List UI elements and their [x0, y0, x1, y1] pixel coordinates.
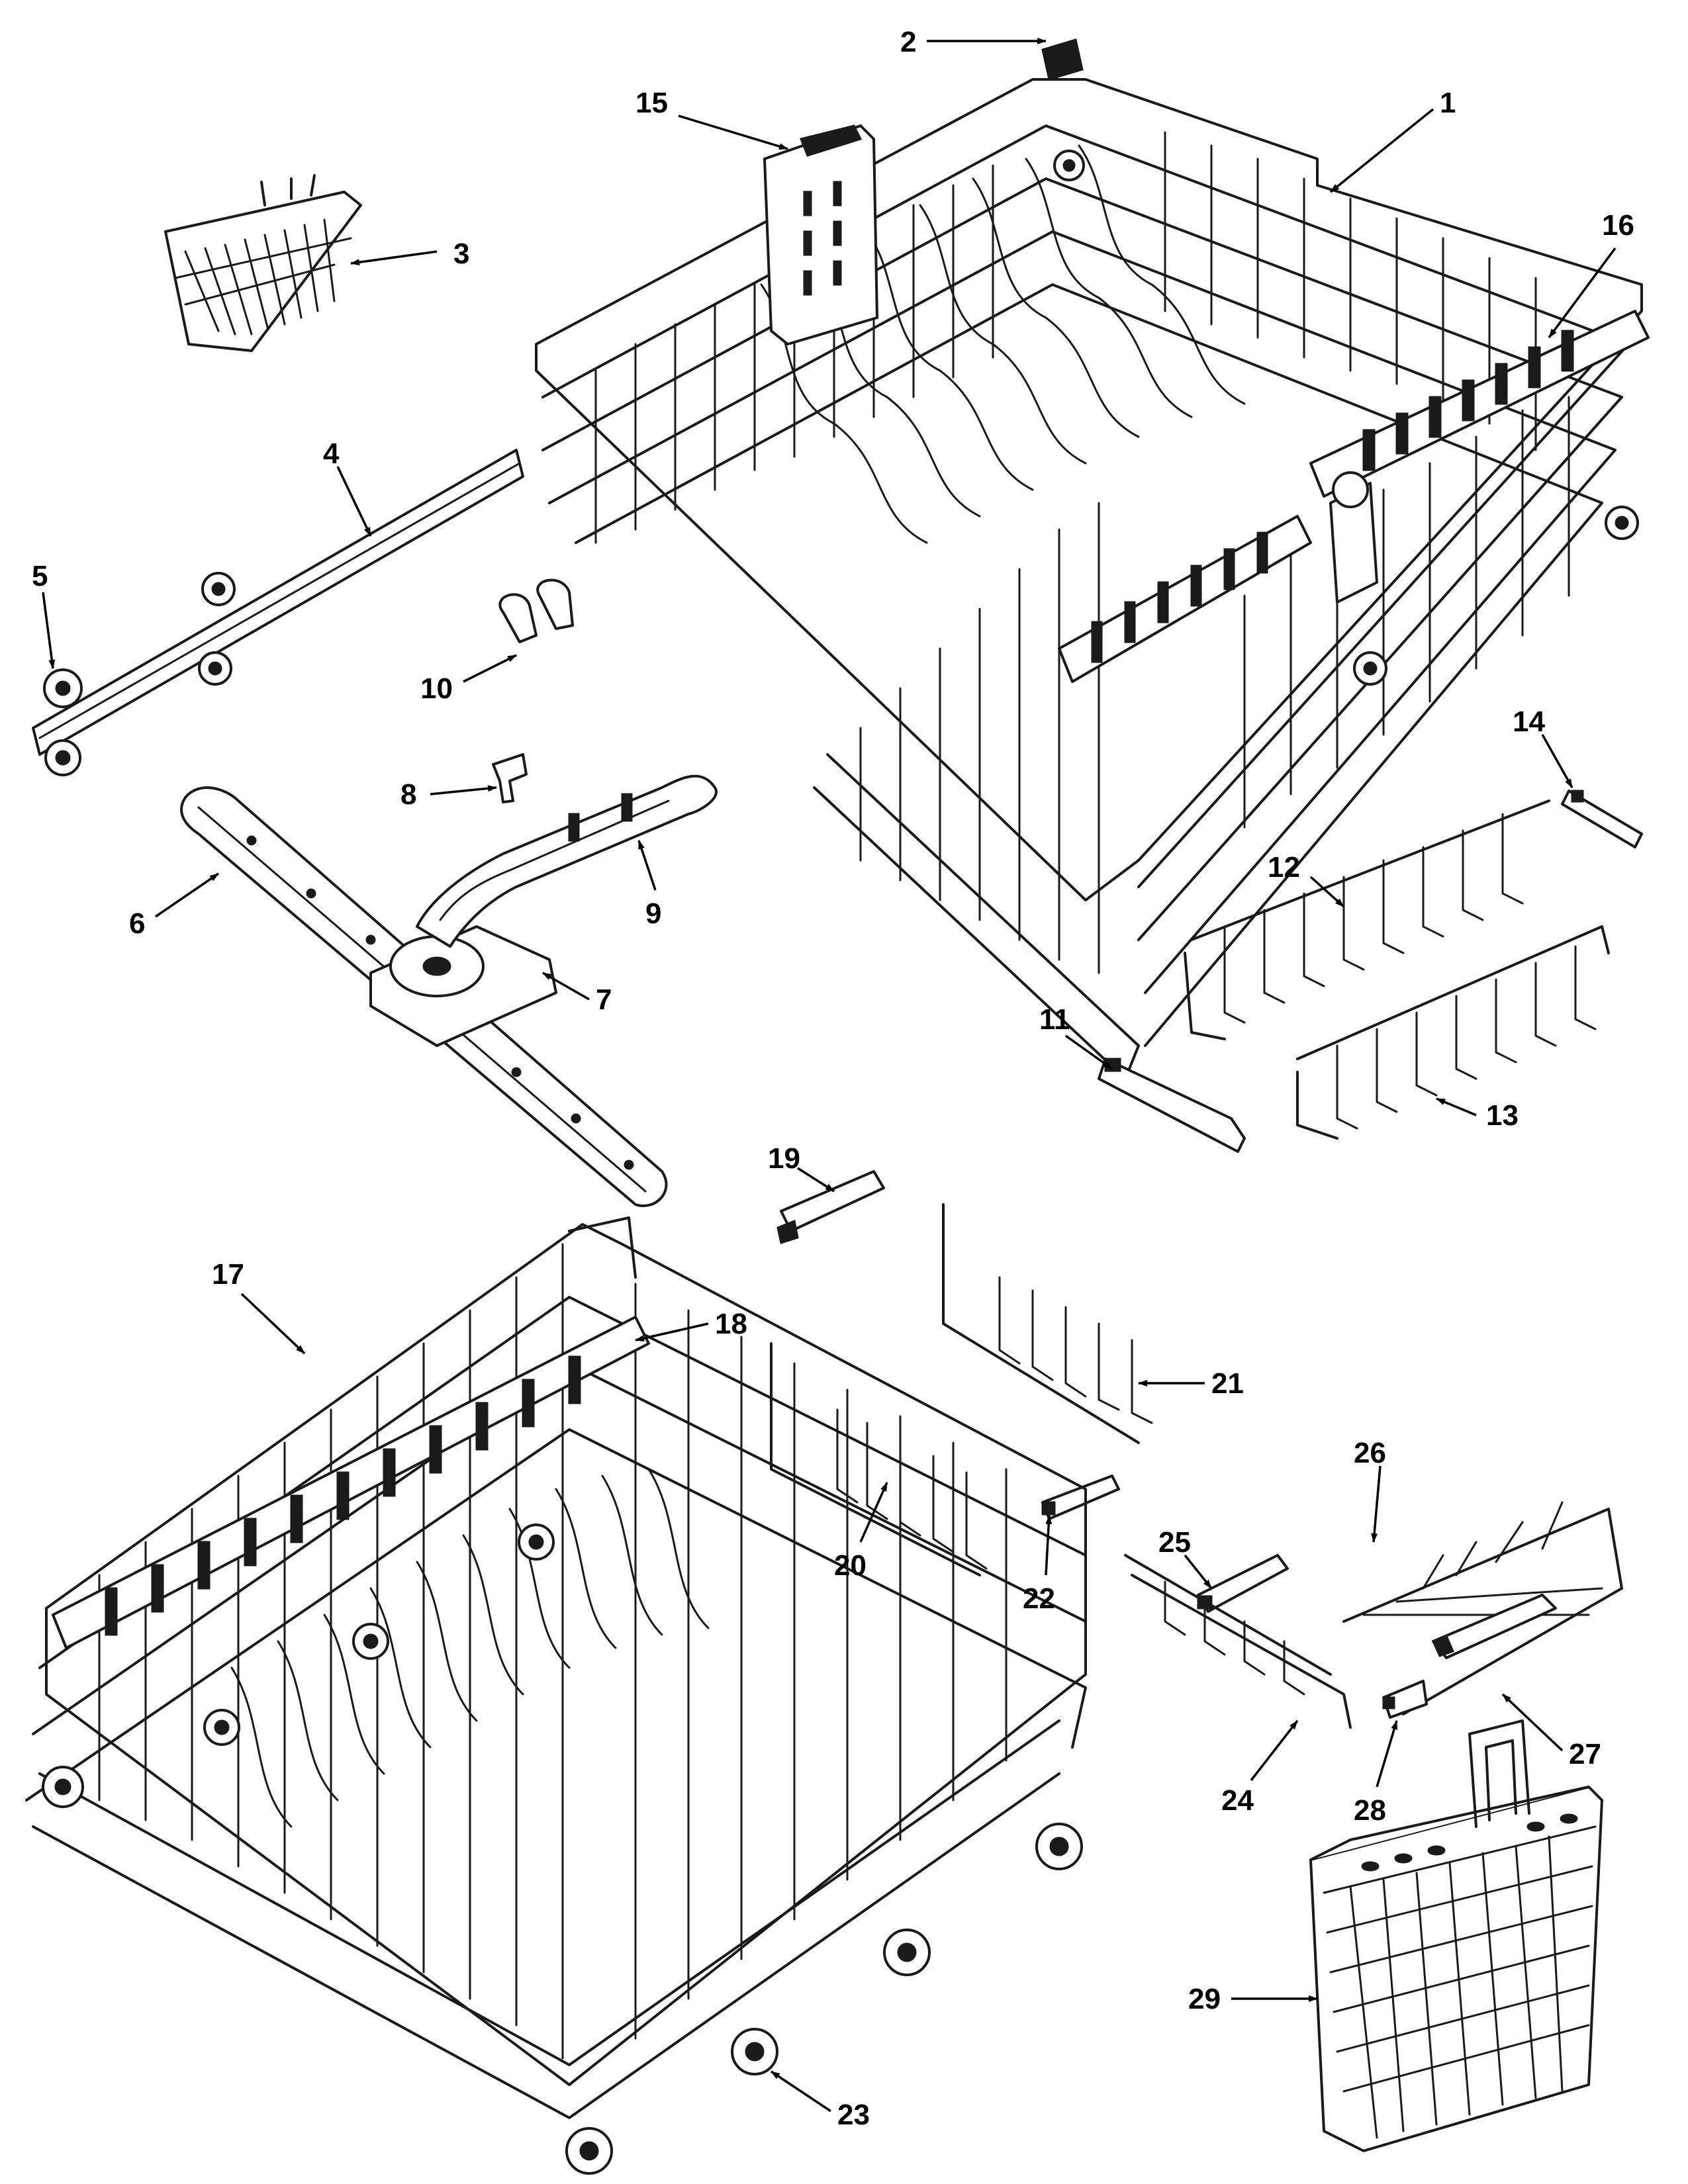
callout-24: 24	[1221, 1784, 1254, 1817]
leader-9	[637, 840, 657, 891]
leader-19	[797, 1167, 835, 1193]
callout-11: 11	[1039, 1003, 1070, 1036]
callout-15: 15	[635, 87, 668, 119]
callout-13: 13	[1486, 1099, 1519, 1132]
callout-10: 10	[420, 672, 453, 705]
part-29-cutlery-basket	[1309, 1719, 1603, 2152]
callout-12: 12	[1268, 851, 1300, 884]
leader-13	[1436, 1097, 1477, 1116]
callout-28: 28	[1354, 1794, 1386, 1827]
upper-rack	[535, 38, 1650, 1080]
callout-23: 23	[837, 2099, 870, 2131]
part-24-26-shelf	[1124, 1501, 1623, 1729]
callout-4: 4	[323, 437, 340, 470]
callout-9: 9	[645, 897, 661, 930]
part-11-clip	[1098, 1058, 1246, 1153]
leader-24	[1250, 1719, 1299, 1782]
callout-18: 18	[715, 1308, 747, 1340]
callout-20: 20	[834, 1549, 867, 1582]
callout-leaders	[42, 38, 1617, 2113]
leader-6	[155, 872, 219, 918]
spray-arm-assembly	[180, 753, 718, 1207]
leader-1	[1329, 108, 1434, 193]
callout-26: 26	[1354, 1437, 1386, 1469]
callout-16: 16	[1602, 209, 1634, 242]
leader-26	[1371, 1465, 1382, 1543]
callout-3: 3	[453, 238, 469, 270]
callout-21: 21	[1211, 1367, 1244, 1400]
leader-22	[1045, 1515, 1053, 1576]
leader-20	[859, 1482, 888, 1543]
lower-rack	[25, 1216, 1087, 2175]
part-3-basket	[164, 174, 362, 352]
callout-6: 6	[129, 907, 145, 940]
leader-5	[42, 592, 56, 669]
part-27-clip	[1431, 1594, 1557, 1659]
leader-8	[430, 785, 497, 796]
callout-17: 17	[212, 1258, 244, 1291]
part-20-21-tines	[770, 1203, 1153, 1576]
callout-22: 22	[1023, 1582, 1055, 1615]
leader-10	[463, 654, 517, 683]
part-22-clip	[1041, 1475, 1120, 1520]
leader-3	[350, 250, 438, 266]
part-15-housing	[763, 124, 878, 345]
callout-29: 29	[1188, 1983, 1221, 2015]
leader-18	[635, 1322, 709, 1342]
part-19-clip	[776, 1170, 885, 1244]
leader-27	[1501, 1693, 1564, 1752]
leader-17	[240, 1293, 306, 1355]
callout-labels: 1 2 3 4 5 6 7 8 9 10 11 12 13 14 15 16 1…	[32, 26, 1634, 2131]
leader-11	[1064, 1034, 1113, 1070]
part-4-rail	[32, 449, 524, 776]
callout-25: 25	[1158, 1526, 1191, 1559]
leader-28	[1376, 1720, 1398, 1788]
callout-7: 7	[596, 983, 612, 1016]
callout-5: 5	[32, 560, 48, 592]
leader-7	[542, 972, 590, 1001]
callout-19: 19	[768, 1142, 800, 1175]
leader-23	[771, 2070, 831, 2113]
leader-14	[1541, 734, 1573, 788]
callout-1: 1	[1440, 87, 1456, 119]
leader-25	[1184, 1554, 1213, 1590]
callout-14: 14	[1513, 705, 1545, 738]
leader-16	[1548, 247, 1617, 339]
leader-12	[1309, 876, 1345, 908]
part-25-clip	[1197, 1554, 1289, 1613]
callout-2: 2	[900, 26, 916, 58]
leader-15	[678, 114, 788, 150]
callout-27: 27	[1569, 1738, 1601, 1770]
part-12-13-tine-rows	[1184, 799, 1610, 1140]
part-10-clips	[498, 578, 574, 643]
part-28-clip	[1382, 1680, 1428, 1719]
part-14-clip	[1561, 790, 1643, 848]
leader-4	[336, 466, 372, 537]
callout-8: 8	[400, 778, 416, 811]
